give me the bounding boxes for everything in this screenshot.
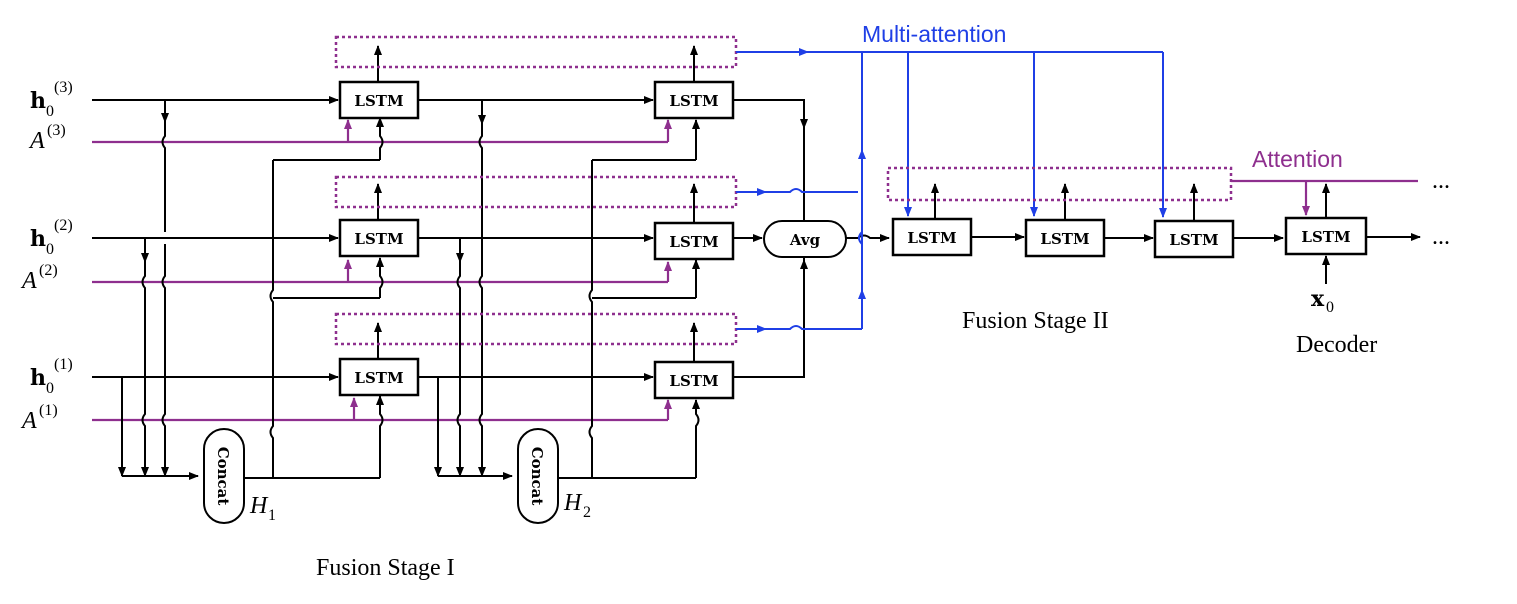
input-label-a-3: A (3) — [28, 122, 66, 154]
h0-1-sub: 0 — [46, 380, 54, 397]
lstm-stage1-col2-row2: LSTM — [653, 221, 735, 261]
a-2-sup: (2) — [39, 262, 58, 279]
fusion-stage-2-caption: Fusion Stage II — [962, 308, 1109, 334]
attention-box-stage1-row1 — [334, 312, 738, 346]
svg-text:LSTM: LSTM — [1040, 230, 1089, 248]
a-3-sup: (3) — [47, 122, 66, 139]
input-label-a-2: A (2) — [20, 262, 58, 294]
a-1-base: A — [20, 408, 37, 434]
h0-1-sup: (1) — [54, 356, 73, 373]
attention-box-stage2 — [886, 166, 1233, 202]
concat1-into-l2 — [376, 257, 384, 298]
attention-box-stage1-row3 — [334, 35, 738, 69]
h1-label: H — [249, 493, 269, 519]
attention-box-stage1-row2 — [334, 175, 738, 209]
lstm-decoder: LSTM — [1284, 216, 1368, 256]
concat2-up — [588, 160, 593, 478]
svg-text:LSTM: LSTM — [1169, 231, 1218, 249]
svg-text:LSTM: LSTM — [669, 92, 718, 110]
multi-att-bus-lower — [858, 229, 863, 329]
input-label-h0-3: h 0 (3) — [30, 79, 73, 120]
multi-attention-label: Multi-attention — [862, 21, 1006, 47]
input-label-h0-2: h 0 (2) — [30, 217, 73, 258]
a-3-base: A — [28, 128, 45, 154]
tap2-h2 — [456, 238, 464, 477]
lstm-stage2-3: LSTM — [1153, 219, 1235, 259]
concat1-into-l1 — [376, 395, 384, 478]
h2-sub: 2 — [583, 504, 591, 521]
tap-h3-lower — [161, 244, 169, 477]
svg-text:LSTM: LSTM — [354, 230, 403, 248]
avg-label: Avg — [789, 231, 821, 249]
h0-3-sup: (3) — [54, 79, 73, 96]
concat-1-box — [203, 428, 245, 524]
svg-text:LSTM: LSTM — [354, 369, 403, 387]
fusion-stage-1-caption: Fusion Stage I — [316, 555, 455, 581]
h1-sub: 1 — [268, 507, 276, 524]
a-1-sup: (1) — [39, 402, 58, 419]
l2-1-to-avg — [733, 259, 808, 378]
h0-2-sup: (2) — [54, 217, 73, 234]
h2-label: H — [563, 490, 583, 516]
attention-label: Attention — [1252, 146, 1343, 172]
lstm-stage1-col1-row1: LSTM — [338, 357, 420, 397]
input-label-h0-1: h 0 (1) — [30, 356, 73, 397]
concat-2-box — [517, 428, 559, 524]
ellipsis-right: ... — [1432, 224, 1450, 250]
tap2-h3 — [478, 100, 486, 477]
h0-3-base: h — [30, 88, 46, 114]
lstm-stage2-1: LSTM — [891, 217, 973, 257]
lstm-stage1-col1-row3: LSTM — [338, 80, 420, 120]
tap-h2 — [141, 238, 149, 477]
ellipsis-top: ... — [1432, 168, 1450, 194]
h0-1-base: h — [30, 365, 46, 391]
svg-text:LSTM: LSTM — [1301, 228, 1350, 246]
multi-att-in-row1 — [736, 325, 862, 330]
input-label-a-1: A (1) — [20, 402, 58, 434]
avg-to-stage2 — [846, 234, 890, 242]
lstm-stage1-col2-row1: LSTM — [653, 360, 735, 400]
svg-text:LSTM: LSTM — [669, 372, 718, 390]
x0-base: x — [1311, 286, 1325, 312]
concat2-into-l1 — [692, 399, 700, 478]
h0-2-base: h — [30, 226, 46, 252]
h0-2-sub: 0 — [46, 241, 54, 258]
concat1-into-l3 — [376, 117, 384, 160]
concat-2-label: Concat — [528, 447, 546, 506]
tap-h3 — [161, 100, 166, 232]
a-2-base: A — [20, 268, 37, 294]
x0-sub: 0 — [1326, 299, 1334, 316]
svg-text:LSTM: LSTM — [354, 92, 403, 110]
decoder-caption: Decoder — [1296, 332, 1377, 358]
lstm-stage1-col2-row3: LSTM — [653, 80, 735, 120]
concat1-up — [269, 160, 274, 478]
lstm-stage2-2: LSTM — [1024, 218, 1106, 258]
multi-att-in-row2 — [736, 188, 858, 193]
svg-text:LSTM: LSTM — [907, 229, 956, 247]
lstm-stage1-col1-row2: LSTM — [338, 218, 420, 258]
svg-text:LSTM: LSTM — [669, 233, 718, 251]
h0-3-sub: 0 — [46, 103, 54, 120]
concat-1-label: Concat — [214, 447, 232, 506]
